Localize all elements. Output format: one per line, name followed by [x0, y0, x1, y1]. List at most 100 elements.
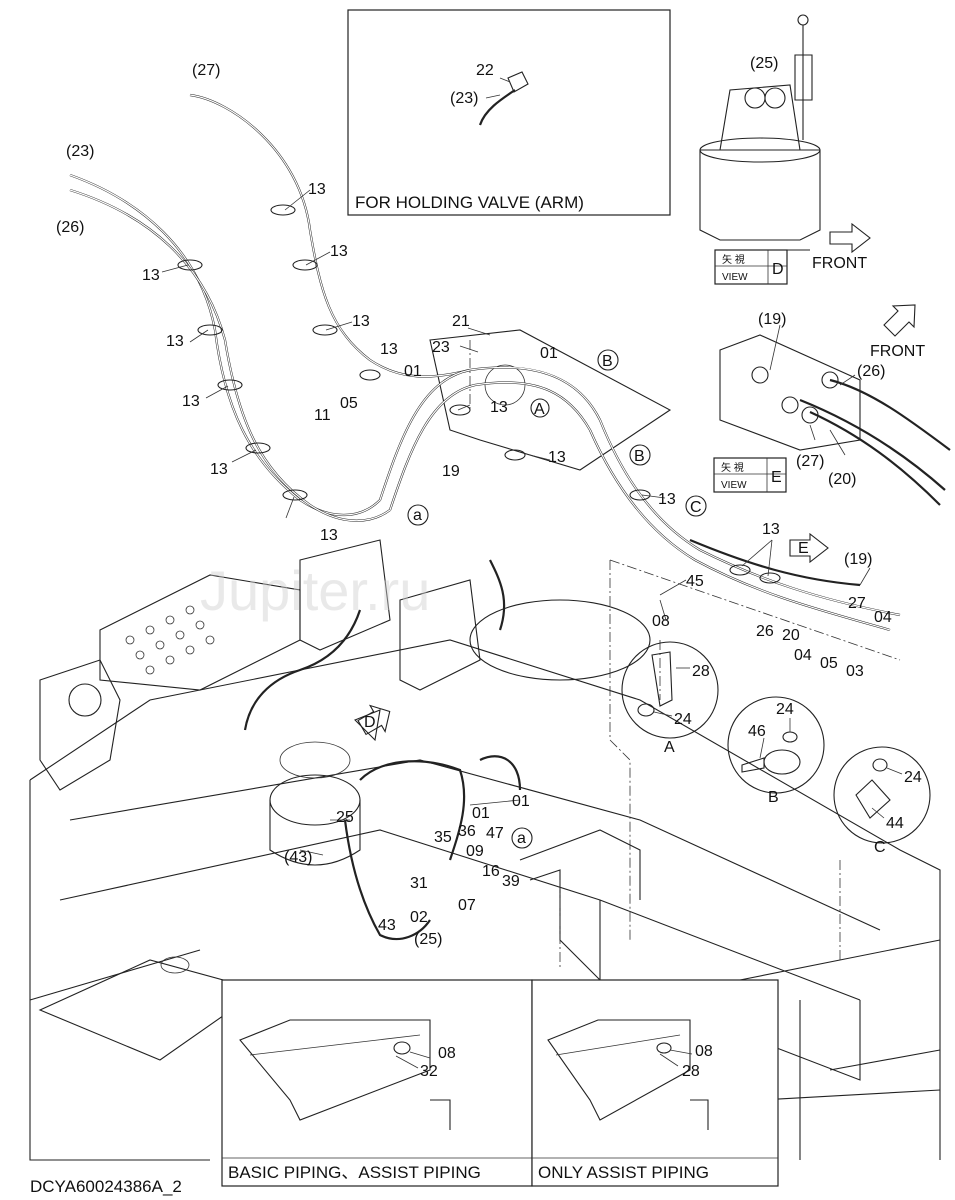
- callout: 47: [486, 825, 504, 842]
- inset-basic-piping: 08 32 BASIC PIPING、ASSIST PIPING: [221, 979, 533, 1187]
- view-e-view: VIEW: [721, 480, 747, 491]
- callout: 11: [314, 407, 331, 424]
- detail-a: 28 24 A: [621, 641, 719, 756]
- detail-c-label-24: 24: [904, 769, 922, 786]
- view-e-label-20: (20): [828, 471, 856, 488]
- callout: (43): [284, 849, 312, 866]
- view-e-kanji: 矢 視: [721, 461, 744, 474]
- inset-holding-valve: 22 (23) FOR HOLDING VALVE (ARM): [347, 9, 671, 216]
- view-d-letter: D: [772, 261, 784, 278]
- callout: (27): [192, 62, 220, 79]
- view-d-label-25: (25): [750, 55, 778, 72]
- view-e-front: FRONT: [870, 343, 925, 360]
- detail-c: 24 44 C: [833, 746, 931, 856]
- view-e-label-27: (27): [796, 453, 824, 470]
- detail-b-label-46: 46: [748, 723, 766, 740]
- watermark: Jupiter.ru: [200, 559, 430, 622]
- callout: 03: [846, 663, 864, 680]
- callout: 01: [404, 363, 422, 380]
- callout: 31: [410, 875, 428, 892]
- view-d-front: FRONT: [812, 255, 867, 272]
- callout: 26: [756, 623, 774, 640]
- detail-a-label-28: 28: [692, 663, 710, 680]
- marker-b-2: B: [634, 448, 645, 465]
- marker-c: C: [690, 499, 702, 516]
- figure-code: DCYA60024386A_2: [30, 1177, 182, 1196]
- callout: 05: [340, 395, 358, 412]
- callout-13: 13: [330, 243, 348, 260]
- callout-13: 13: [210, 461, 228, 478]
- callout-13: 13: [352, 313, 370, 330]
- detail-c-label-44: 44: [886, 815, 904, 832]
- callout-13: 13: [658, 491, 676, 508]
- callout: 05: [820, 655, 838, 672]
- callout: (19): [844, 551, 872, 568]
- platform-holes: [125, 605, 215, 675]
- callout: 35: [434, 829, 452, 846]
- view-d-kanji: 矢 視: [722, 253, 745, 266]
- callout: 39: [502, 873, 520, 890]
- callout: 21: [452, 313, 470, 330]
- view-e-label-26: (26): [857, 363, 885, 380]
- basic-piping-title: BASIC PIPING、ASSIST PIPING: [228, 1163, 481, 1182]
- callout-13: 13: [490, 399, 508, 416]
- callout: (25): [414, 931, 442, 948]
- callout: 09: [466, 843, 484, 860]
- callout-13: 13: [320, 527, 338, 544]
- view-d-view: VIEW: [722, 272, 748, 283]
- callout-13: 13: [166, 333, 184, 350]
- callout: (26): [56, 219, 84, 236]
- callout: 08: [652, 613, 670, 630]
- basic-label-08: 08: [438, 1045, 456, 1062]
- callout: 07: [458, 897, 476, 914]
- callout-13: 13: [308, 181, 326, 198]
- inset-only-assist: 08 28 ONLY ASSIST PIPING: [531, 979, 779, 1187]
- callout: 20: [782, 627, 800, 644]
- holding-label-23: (23): [450, 90, 478, 107]
- detail-a-label-24: 24: [674, 711, 692, 728]
- detail-b: 24 46 B: [727, 696, 825, 806]
- callout: 45: [686, 573, 704, 590]
- callout: 02: [410, 909, 428, 926]
- marker-e: E: [798, 540, 809, 557]
- callout: 01: [472, 805, 490, 822]
- view-e-letter: E: [771, 469, 782, 486]
- marker-a-upper: A: [534, 401, 545, 418]
- assist-label-28: 28: [682, 1063, 700, 1080]
- callout-13: 13: [762, 521, 780, 538]
- leader-lines: [161, 189, 871, 856]
- callout: (23): [66, 143, 94, 160]
- callout: 01: [540, 345, 558, 362]
- detail-b-label-24: 24: [776, 701, 794, 718]
- callout: 36: [458, 823, 476, 840]
- holding-valve-title: FOR HOLDING VALVE (ARM): [355, 193, 584, 212]
- detail-c-letter: C: [874, 839, 886, 856]
- view-e-label-19: (19): [758, 311, 786, 328]
- callouts: (27) (23) (26) 13 13 13 13 13 13 13 13 1…: [56, 62, 892, 948]
- callout-13: 13: [380, 341, 398, 358]
- assist-label-08: 08: [695, 1043, 713, 1060]
- marker-a-lower-1: a: [413, 507, 422, 524]
- callout-13: 13: [182, 393, 200, 410]
- callout: 04: [874, 609, 892, 626]
- detail-b-letter: B: [768, 789, 779, 806]
- callout: 19: [442, 463, 460, 480]
- callout: 25: [336, 809, 354, 826]
- callout: 01: [512, 793, 530, 810]
- callout: 27: [848, 595, 866, 612]
- holding-label-22: 22: [476, 62, 494, 79]
- only-assist-title: ONLY ASSIST PIPING: [538, 1163, 709, 1182]
- callout: 16: [482, 863, 500, 880]
- marker-b-1: B: [602, 353, 613, 370]
- marker-d: D: [364, 714, 376, 731]
- callout: 43: [378, 917, 396, 934]
- callout: 04: [794, 647, 812, 664]
- callout-13: 13: [142, 267, 160, 284]
- basic-label-32: 32: [420, 1063, 438, 1080]
- view-d: (25) 矢 視 VIEW D FRONT: [699, 14, 871, 285]
- hoses: [69, 93, 901, 941]
- callout: 23: [432, 339, 450, 356]
- callout-13: 13: [548, 449, 566, 466]
